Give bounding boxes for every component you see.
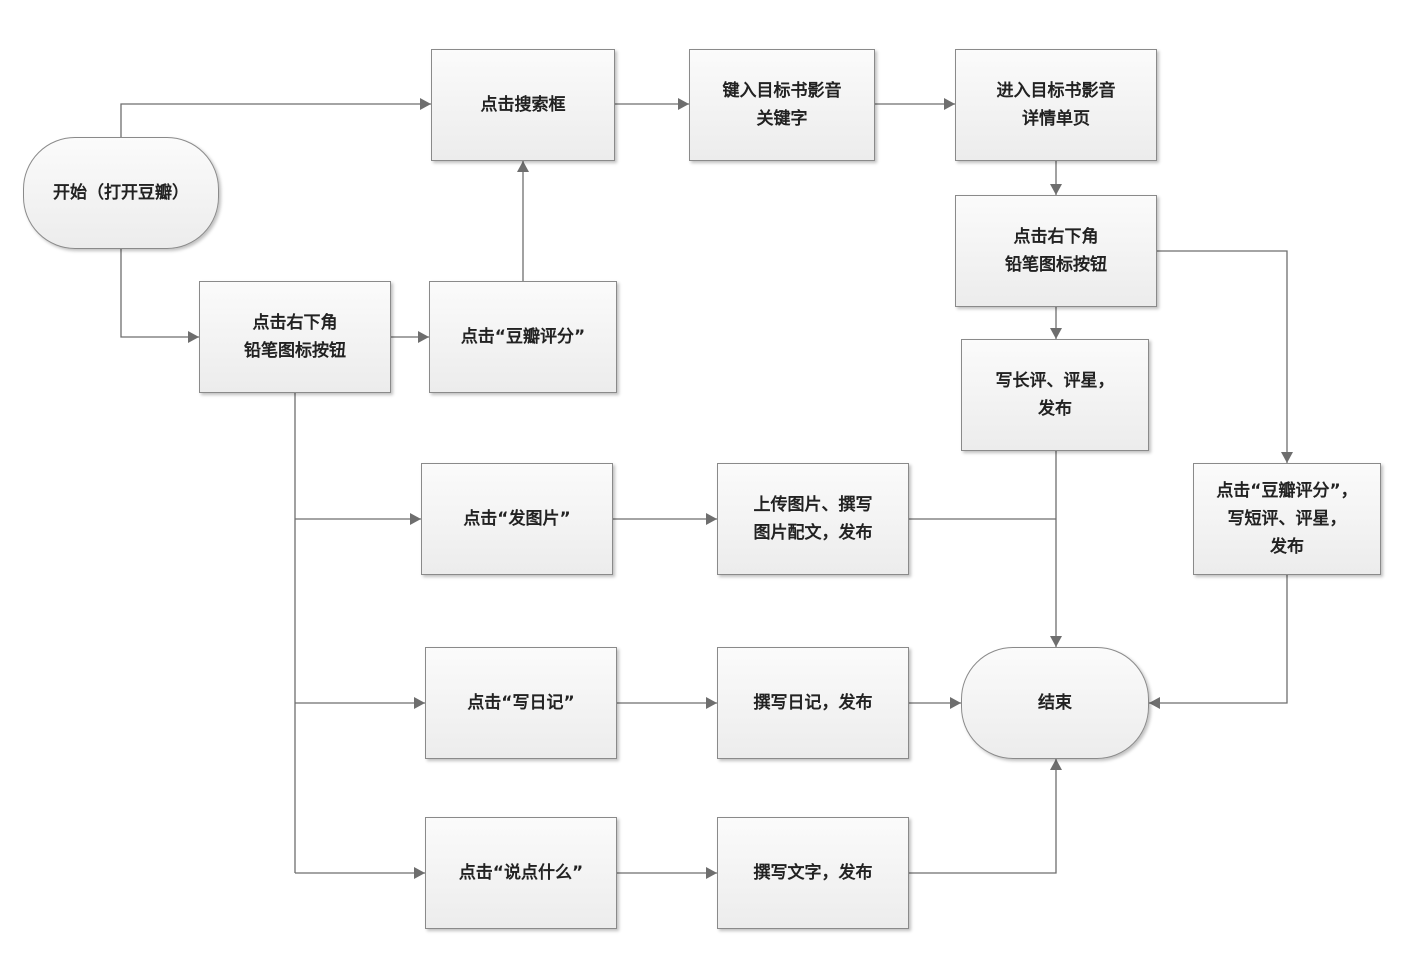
edge-short-review-to-end	[1149, 575, 1288, 704]
search-box-node: 点击搜索框	[431, 49, 615, 161]
douban-rating-node: 点击“豆瓣评分”	[429, 281, 617, 393]
pencil-button-right-node-label: 点击右下角 铅笔图标按钮	[1005, 227, 1107, 275]
arrowhead	[517, 161, 529, 172]
arrowhead	[414, 867, 425, 879]
upload-photo-node: 上传图片、撰写 图片配文，发布	[717, 463, 909, 575]
edge-pencil-right-to-short-review	[1157, 250, 1288, 463]
arrowhead	[706, 697, 717, 709]
edge-start-to-pencil-left	[120, 249, 199, 338]
arrowhead	[418, 331, 429, 343]
arrowhead	[1149, 697, 1160, 709]
arrowhead	[1050, 759, 1062, 770]
post-photo-node-label: 点击“发图片”	[463, 509, 571, 529]
arrowhead	[706, 513, 717, 525]
keyword-node-label: 键入目标书影音 关键字	[722, 81, 842, 129]
post-photo-node: 点击“发图片”	[421, 463, 613, 575]
arrowhead	[188, 331, 199, 343]
write-diary-publish-node: 撰写日记，发布	[717, 647, 909, 759]
pencil-button-left-node-label: 点击右下角 铅笔图标按钮	[244, 313, 346, 361]
arrowhead	[1050, 636, 1062, 647]
end-node-label: 结束	[1038, 693, 1072, 713]
pencil-button-right-node: 点击右下角 铅笔图标按钮	[955, 195, 1157, 307]
start-node: 开始（打开豆瓣）	[23, 137, 219, 249]
long-review-node-label: 写长评、评星， 发布	[995, 371, 1115, 419]
detail-page-node-label: 进入目标书影音 详情单页	[996, 81, 1116, 129]
arrowhead	[944, 98, 955, 110]
short-review-node: 点击“豆瓣评分”， 写短评、评星， 发布	[1193, 463, 1381, 575]
arrowhead	[410, 513, 421, 525]
say-something-node-label: 点击“说点什么”	[458, 863, 584, 883]
arrowhead	[678, 98, 689, 110]
arrowhead	[1281, 452, 1293, 463]
write-diary-click-node: 点击“写日记”	[425, 647, 617, 759]
write-text-node-label: 撰写文字，发布	[753, 863, 873, 883]
upload-photo-node-label: 上传图片、撰写 图片配文，发布	[753, 495, 873, 543]
write-diary-click-node-label: 点击“写日记”	[467, 693, 575, 713]
long-review-node: 写长评、评星， 发布	[961, 339, 1149, 451]
pencil-button-left-node: 点击右下角 铅笔图标按钮	[199, 281, 391, 393]
edge-write-text-to-end	[909, 759, 1057, 874]
arrowhead	[420, 98, 431, 110]
arrowhead	[1050, 184, 1062, 195]
say-something-node: 点击“说点什么”	[425, 817, 617, 929]
write-text-node: 撰写文字，发布	[717, 817, 909, 929]
arrowhead	[950, 697, 961, 709]
short-review-node-label: 点击“豆瓣评分”， 写短评、评星， 发布	[1216, 481, 1358, 557]
arrowhead	[414, 697, 425, 709]
detail-page-node: 进入目标书影音 详情单页	[955, 49, 1157, 161]
arrowhead	[1050, 328, 1062, 339]
write-diary-publish-node-label: 撰写日记，发布	[753, 693, 873, 713]
edge-start-to-search	[120, 103, 431, 137]
start-node-label: 开始（打开豆瓣）	[53, 183, 189, 203]
search-box-node-label: 点击搜索框	[480, 95, 566, 115]
end-node: 结束	[961, 647, 1149, 759]
keyword-node: 键入目标书影音 关键字	[689, 49, 875, 161]
douban-rating-node-label: 点击“豆瓣评分”	[460, 327, 586, 347]
arrowhead	[706, 867, 717, 879]
